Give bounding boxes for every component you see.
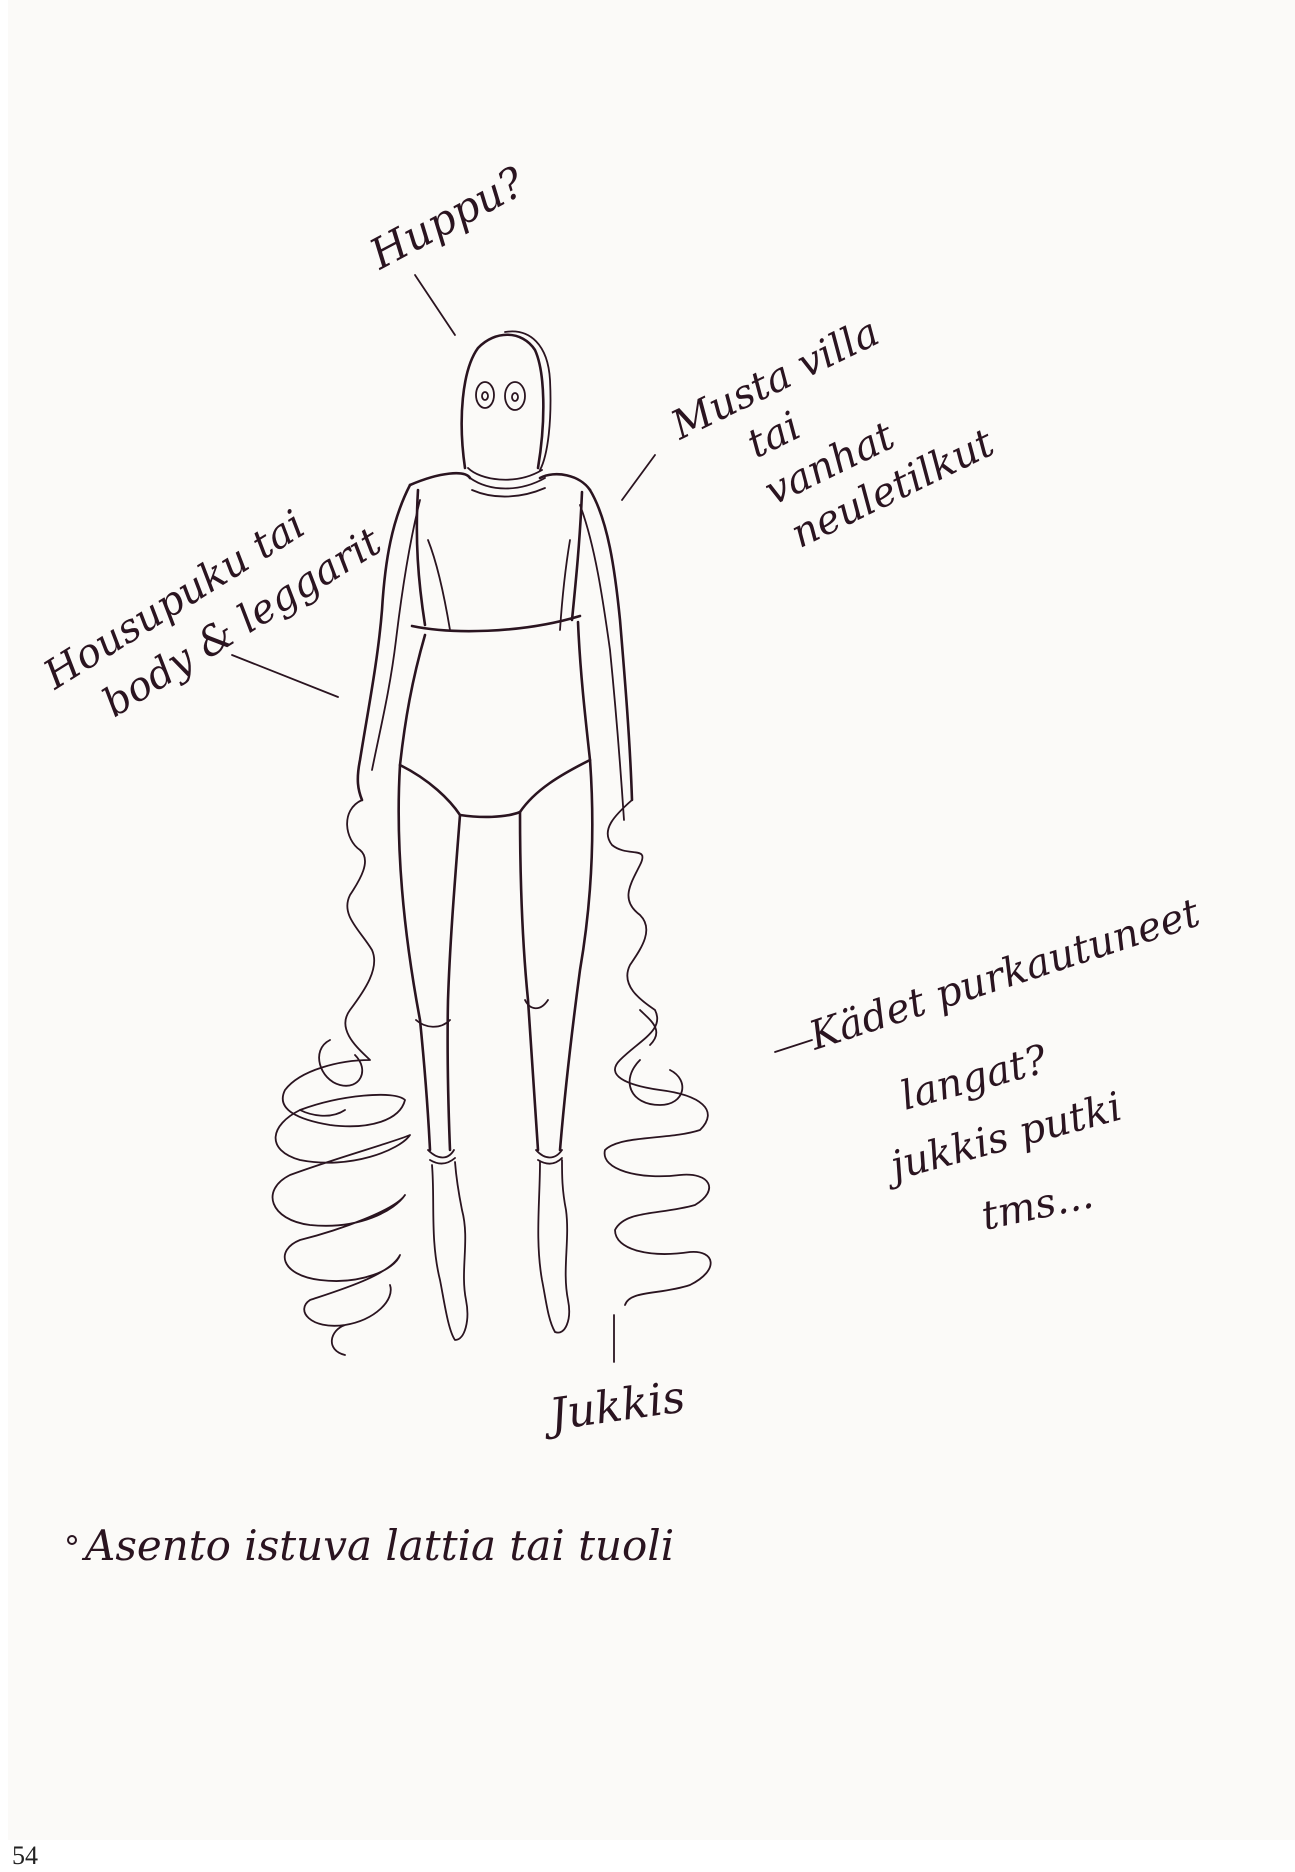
arm-right-inner bbox=[580, 505, 624, 820]
suit-pointer bbox=[232, 655, 338, 697]
hood-outline bbox=[462, 335, 544, 468]
note-hands-line-1: Kädet purkautuneet bbox=[803, 890, 1206, 1060]
eye-right-pupil bbox=[512, 393, 518, 401]
eye-right bbox=[505, 382, 525, 410]
neck-wrap bbox=[468, 468, 545, 497]
arm-left-back bbox=[428, 540, 450, 630]
foot-right bbox=[538, 1160, 569, 1333]
eye-left-pupil bbox=[482, 392, 488, 400]
note-pose: Asento istuva lattia tai tuoli bbox=[81, 1521, 674, 1570]
note-suit: Housupuku tai body & leggarit bbox=[35, 472, 390, 746]
note-hands-line-4: tms... bbox=[978, 1171, 1098, 1239]
bodysuit-lower bbox=[400, 622, 590, 817]
note-hands: Kädet purkautuneet bbox=[803, 890, 1206, 1060]
waist-line bbox=[412, 616, 580, 631]
yarn-right bbox=[605, 800, 711, 1362]
ankle-bands bbox=[428, 1150, 562, 1164]
pose-bullet bbox=[68, 1536, 76, 1544]
arm-right bbox=[590, 490, 632, 800]
leg-left bbox=[399, 765, 460, 1150]
figure-drawing bbox=[358, 331, 632, 1340]
page-number: 54 bbox=[12, 1840, 38, 1872]
eye-left bbox=[476, 382, 494, 408]
torso-pointer bbox=[622, 455, 655, 500]
leg-right bbox=[520, 760, 592, 1150]
note-hood: Huppu? bbox=[361, 157, 533, 279]
note-torso: Musta villa tai vanhat neuletilkut bbox=[663, 285, 1002, 584]
hood-pointer bbox=[415, 275, 455, 335]
foot-left bbox=[432, 1162, 467, 1340]
hands-pointer bbox=[775, 1040, 812, 1052]
arm-right-back bbox=[560, 540, 570, 630]
note-yarn: Jukkis bbox=[539, 1371, 689, 1442]
yarn-left bbox=[273, 800, 410, 1355]
